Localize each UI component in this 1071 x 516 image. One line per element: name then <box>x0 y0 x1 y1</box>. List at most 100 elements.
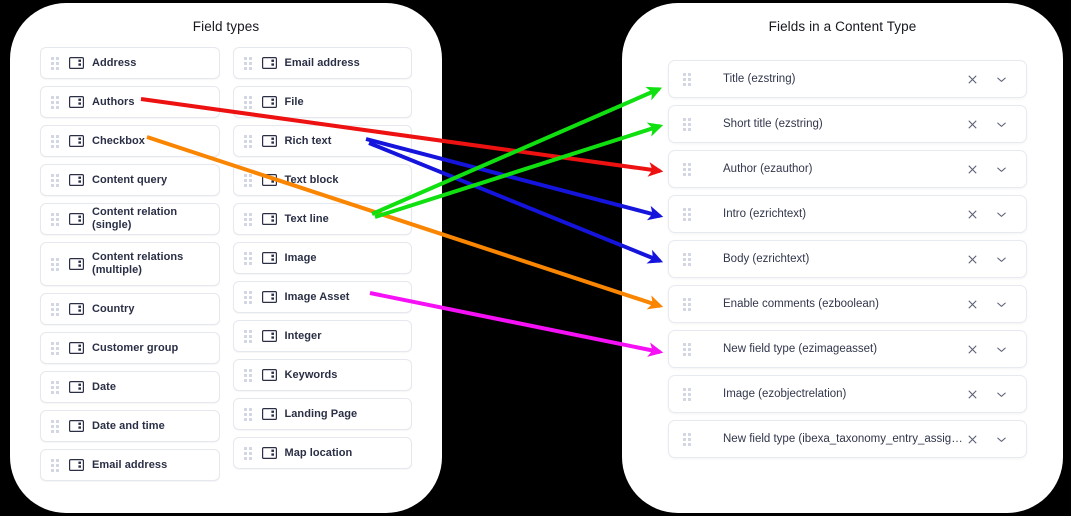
field-type-icon <box>261 96 277 108</box>
content-type-field-row[interactable]: Image (ezobjectrelation) <box>668 375 1027 413</box>
field-type-card[interactable]: Address <box>40 47 220 79</box>
content-type-field-row[interactable]: Enable comments (ezboolean) <box>668 285 1027 323</box>
chevron-down-icon[interactable] <box>995 388 1008 401</box>
close-icon[interactable] <box>966 433 979 446</box>
drag-handle-icon[interactable] <box>683 72 692 86</box>
content-type-field-row[interactable]: New field type (ezimageasset) <box>668 330 1027 368</box>
drag-handle-icon[interactable] <box>51 56 60 70</box>
field-type-card[interactable]: Content relation (single) <box>40 203 220 235</box>
field-type-card[interactable]: Date and time <box>40 410 220 442</box>
field-type-label: Image <box>284 251 317 264</box>
drag-handle-icon[interactable] <box>683 342 692 356</box>
field-type-card[interactable]: Landing Page <box>232 398 412 430</box>
drag-handle-icon[interactable] <box>51 212 60 226</box>
chevron-down-icon[interactable] <box>995 208 1008 221</box>
chevron-down-icon[interactable] <box>995 343 1008 356</box>
drag-handle-icon[interactable] <box>243 173 253 187</box>
drag-handle-icon[interactable] <box>243 212 253 226</box>
chevron-down-icon[interactable] <box>995 73 1008 86</box>
field-type-label: Landing Page <box>284 407 358 420</box>
content-type-field-row[interactable]: New field type (ibexa_taxonomy_entry_ass… <box>668 420 1027 458</box>
field-types-title: Field types <box>192 19 260 34</box>
chevron-down-icon[interactable] <box>995 163 1008 176</box>
content-type-field-row[interactable]: Intro (ezrichtext) <box>668 195 1027 233</box>
drag-handle-icon[interactable] <box>51 95 60 109</box>
drag-handle-icon[interactable] <box>51 341 60 355</box>
drag-handle-icon[interactable] <box>243 290 253 304</box>
drag-handle-icon[interactable] <box>243 134 253 148</box>
drag-handle-icon[interactable] <box>683 117 692 131</box>
content-type-field-row[interactable]: Author (ezauthor) <box>668 150 1027 188</box>
drag-handle-icon[interactable] <box>51 302 60 316</box>
content-type-fields-panel: Fields in a Content Type Title (ezstring… <box>622 3 1063 513</box>
drag-handle-icon[interactable] <box>51 419 60 433</box>
field-type-card[interactable]: Date <box>40 371 220 403</box>
close-icon[interactable] <box>966 163 979 176</box>
field-type-label: Text block <box>284 173 339 186</box>
field-type-label: Customer group <box>92 341 179 354</box>
close-icon[interactable] <box>966 73 979 86</box>
content-type-field-label: New field type (ezimageasset) <box>723 343 878 355</box>
field-type-card[interactable]: File <box>232 86 412 118</box>
close-icon[interactable] <box>966 118 979 131</box>
drag-handle-icon[interactable] <box>243 251 253 265</box>
field-type-label: Content query <box>92 173 168 186</box>
close-icon[interactable] <box>966 208 979 221</box>
field-type-card[interactable]: Country <box>40 293 220 325</box>
field-type-icon <box>69 213 84 225</box>
content-type-field-row[interactable]: Body (ezrichtext) <box>668 240 1027 278</box>
drag-handle-icon[interactable] <box>683 432 692 446</box>
field-type-card[interactable]: Email address <box>40 449 220 481</box>
drag-handle-icon[interactable] <box>243 407 253 421</box>
field-type-icon <box>261 57 277 69</box>
drag-handle-icon[interactable] <box>243 329 253 343</box>
field-type-label: Email address <box>284 56 360 69</box>
chevron-down-icon[interactable] <box>995 118 1008 131</box>
drag-handle-icon[interactable] <box>683 387 692 401</box>
field-type-card[interactable]: Content relations (multiple) <box>40 242 220 286</box>
field-type-card[interactable]: Map location <box>232 437 412 469</box>
drag-handle-icon[interactable] <box>51 458 60 472</box>
field-type-card[interactable]: Checkbox <box>40 125 220 157</box>
drag-handle-icon[interactable] <box>243 446 253 460</box>
chevron-down-icon[interactable] <box>995 433 1008 446</box>
field-type-card[interactable]: Customer group <box>40 332 220 364</box>
field-type-card[interactable]: Email address <box>232 47 412 79</box>
field-row-actions <box>966 298 1008 311</box>
drag-handle-icon[interactable] <box>51 380 60 394</box>
field-type-card[interactable]: Text block <box>232 164 412 196</box>
drag-handle-icon[interactable] <box>243 95 253 109</box>
field-type-icon <box>261 174 277 186</box>
field-type-card[interactable]: Authors <box>40 86 220 118</box>
content-type-field-label: Enable comments (ezboolean) <box>723 298 879 310</box>
field-type-card[interactable]: Keywords <box>232 359 412 391</box>
drag-handle-icon[interactable] <box>683 207 692 221</box>
chevron-down-icon[interactable] <box>995 298 1008 311</box>
field-row-actions <box>966 343 1008 356</box>
drag-handle-icon[interactable] <box>51 257 60 271</box>
field-type-card[interactable]: Text line <box>232 203 412 235</box>
drag-handle-icon[interactable] <box>683 162 692 176</box>
drag-handle-icon[interactable] <box>683 297 692 311</box>
drag-handle-icon[interactable] <box>51 173 60 187</box>
field-type-card[interactable]: Image Asset <box>232 281 412 313</box>
close-icon[interactable] <box>966 253 979 266</box>
content-type-field-row[interactable]: Title (ezstring) <box>668 60 1027 98</box>
drag-handle-icon[interactable] <box>51 134 60 148</box>
field-type-card[interactable]: Rich text <box>232 125 412 157</box>
field-type-card[interactable]: Content query <box>40 164 220 196</box>
field-type-card[interactable]: Image <box>232 242 412 274</box>
field-type-icon <box>261 408 277 420</box>
close-icon[interactable] <box>966 298 979 311</box>
drag-handle-icon[interactable] <box>683 252 692 266</box>
close-icon[interactable] <box>966 343 979 356</box>
drag-handle-icon[interactable] <box>243 368 253 382</box>
chevron-down-icon[interactable] <box>995 253 1008 266</box>
content-type-field-row[interactable]: Short title (ezstring) <box>668 105 1027 143</box>
close-icon[interactable] <box>966 388 979 401</box>
field-row-actions <box>966 253 1008 266</box>
drag-handle-icon[interactable] <box>243 56 253 70</box>
field-type-card[interactable]: Integer <box>232 320 412 352</box>
